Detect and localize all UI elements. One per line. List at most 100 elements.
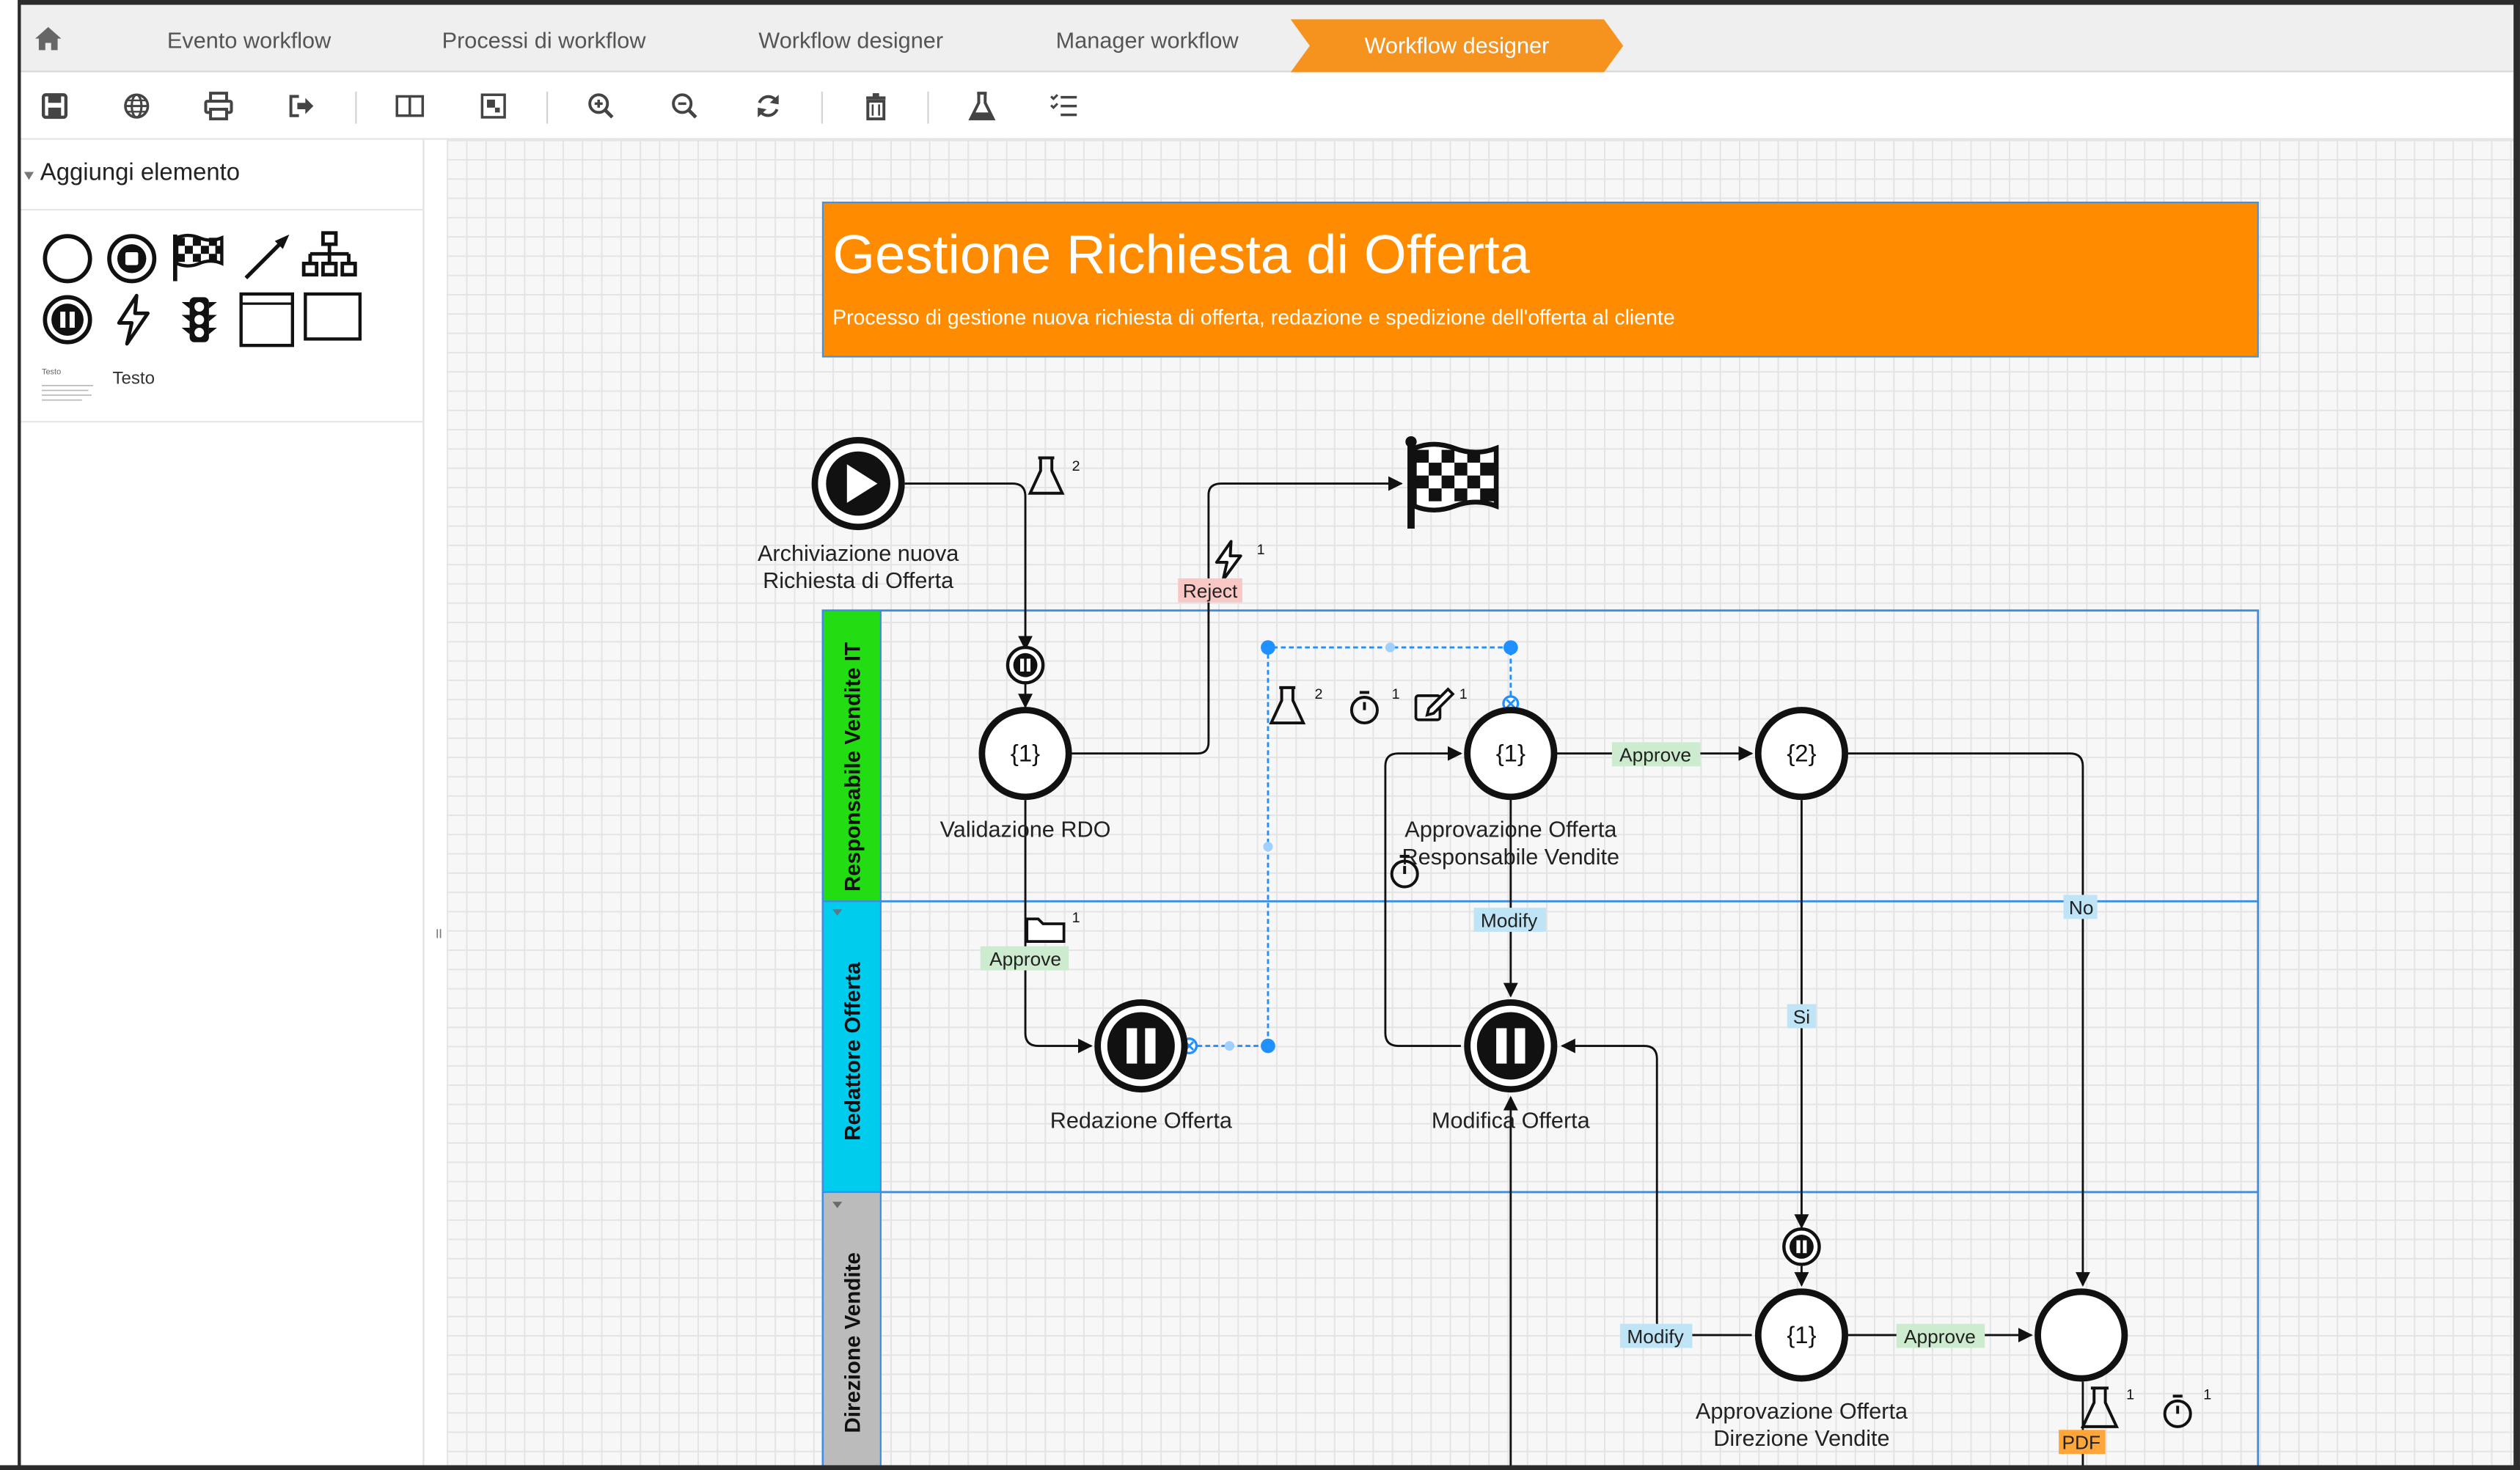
flask-icon[interactable]: [1028, 456, 1065, 495]
edge-label-bg: [1619, 1323, 1693, 1348]
toolbar-separator: [927, 91, 929, 124]
start-node-archiviazione[interactable]: [811, 437, 905, 531]
traffic-light-icon[interactable]: [178, 293, 220, 348]
text-preview-lines-icon: [41, 385, 94, 401]
zoom-out-icon[interactable]: [667, 89, 702, 124]
task-validazione-rdo[interactable]: [978, 707, 1072, 801]
timer-icon[interactable]: [1390, 854, 1419, 889]
badge: 1: [1257, 542, 1265, 558]
toolbar-separator: [355, 91, 357, 124]
lane-icon[interactable]: [302, 291, 363, 342]
test-icon[interactable]: [964, 89, 1000, 124]
folder-icon[interactable]: [1025, 917, 1066, 943]
zoom-in-icon[interactable]: [583, 89, 618, 124]
edge-label-no[interactable]: No: [2069, 897, 2094, 919]
toolbar: [21, 72, 2514, 140]
delete-icon[interactable]: [858, 89, 893, 124]
edge-label-bg: [2059, 1430, 2106, 1455]
lane-collapse-icon[interactable]: [832, 909, 843, 916]
task-approvazione-direzione[interactable]: [1754, 1288, 1848, 1382]
edge-label-bg: [1178, 578, 1242, 603]
connector-arrow-icon[interactable]: [241, 232, 293, 283]
list-icon[interactable]: [1047, 89, 1082, 124]
breadcrumb-item-evento-workflow[interactable]: Evento workflow: [166, 27, 332, 54]
globe-icon[interactable]: [119, 89, 154, 124]
task-modifica-offerta[interactable]: [1464, 999, 1558, 1093]
pause-event-icon[interactable]: [40, 293, 95, 348]
finish-flag-icon[interactable]: [169, 229, 227, 284]
pause-event-direzione[interactable]: [1782, 1227, 1821, 1266]
hierarchy-icon[interactable]: [301, 229, 359, 284]
edge-label-approve[interactable]: Approve: [989, 948, 1061, 970]
save-icon[interactable]: [37, 89, 72, 124]
splitter-grip-icon[interactable]: ॥: [433, 925, 443, 942]
breadcrumb-item-processi-di-workflow[interactable]: Processi di workflow: [442, 27, 646, 54]
task-approvazione-label-line2: Responsabile Vendite: [1402, 845, 1620, 870]
export-icon[interactable]: [285, 89, 320, 124]
badge: 1: [1072, 910, 1080, 926]
breadcrumb-item-active[interactable]: Workflow designer: [1290, 19, 1624, 73]
breadcrumb-item-manager-workflow[interactable]: Manager workflow: [1055, 27, 1239, 54]
task-redazione-offerta[interactable]: [1094, 999, 1188, 1093]
end-node-invio[interactable]: [2034, 1288, 2128, 1382]
edge-label-approve[interactable]: Approve: [1619, 744, 1691, 766]
pdf-attachment-label[interactable]: PDF: [2062, 1432, 2100, 1454]
panel-splitter[interactable]: [427, 139, 447, 1466]
text-tool-preview[interactable]: Testo: [40, 368, 95, 403]
print-icon[interactable]: [201, 89, 236, 124]
element-palette-panel: Aggiungi elemento: [21, 139, 425, 1466]
timer-icon[interactable]: [1349, 691, 1379, 725]
edit-icon[interactable]: [1414, 687, 1455, 721]
panel-icon[interactable]: [392, 89, 428, 124]
task-approvazione-label-line1: Approvazione Offerta: [1404, 817, 1617, 842]
edge-label-modify[interactable]: Modify: [1481, 909, 1538, 931]
fit-icon[interactable]: [476, 89, 511, 124]
timer-icon[interactable]: [2163, 1394, 2192, 1428]
lane-title-direzione-vendite: Direzione Vendite: [840, 1252, 865, 1433]
edge-label-bg: [1611, 742, 1701, 767]
pause-event-validazione[interactable]: [1006, 645, 1045, 685]
lightning-icon[interactable]: [111, 293, 155, 348]
window-frame: [0, 0, 2520, 5]
flask-icon[interactable]: [2080, 1386, 2120, 1428]
connectors: [904, 476, 2090, 1466]
end-flag-node[interactable]: [1405, 436, 1499, 529]
edge-label-reject[interactable]: Reject: [1183, 580, 1238, 602]
edge-label-si[interactable]: Si: [1793, 1006, 1810, 1028]
flask-icon[interactable]: [1269, 686, 1306, 725]
start-node-label-line2: Richiesta di Offerta: [763, 568, 954, 593]
task-modifica-label: Modifica Offerta: [1432, 1108, 1591, 1133]
text-preview-title: Testo: [41, 367, 62, 378]
lane-header-responsabile-vendite[interactable]: [821, 609, 882, 903]
lane-header-direzione-vendite[interactable]: [821, 1191, 882, 1466]
task-redazione-label: Redazione Offerta: [1050, 1108, 1233, 1133]
start-event-icon[interactable]: [40, 232, 95, 287]
edge-label-bg: [1473, 908, 1547, 932]
text-tool-label[interactable]: Testo: [112, 369, 155, 389]
lane-header-redattore-offerta[interactable]: [821, 900, 882, 1194]
toolbar-separator: [821, 91, 823, 124]
diagram-title-banner[interactable]: [821, 202, 2259, 358]
gateway-decisione[interactable]: [1754, 707, 1848, 801]
palette-title[interactable]: Aggiungi elemento: [40, 158, 241, 187]
badge: 1: [1459, 686, 1468, 702]
refresh-icon[interactable]: [750, 89, 785, 124]
edge-label-modify[interactable]: Modify: [1627, 1326, 1684, 1348]
toolbar-separator: [546, 91, 549, 124]
breadcrumb-item-workflow-designer[interactable]: Workflow designer: [758, 27, 944, 54]
badge: 1: [1392, 686, 1400, 702]
lane-collapse-icon[interactable]: [832, 1202, 843, 1208]
home-icon[interactable]: [34, 24, 62, 53]
pool-icon[interactable]: [238, 291, 296, 349]
end-event-icon[interactable]: [104, 232, 159, 287]
breadcrumb: Evento workflow Processi di workflow Wor…: [21, 4, 2514, 73]
task-validazione-label: Validazione RDO: [940, 817, 1111, 842]
collapse-caret-icon[interactable]: [23, 172, 34, 180]
edge-label-approve[interactable]: Approve: [1904, 1326, 1976, 1348]
edge-label-bg: [1787, 1004, 1817, 1029]
task-approvazione-responsabile[interactable]: [1464, 707, 1558, 801]
diagram-canvas[interactable]: Gestione Richiesta di Offerta Processo d…: [447, 139, 2514, 1466]
start-node-label-line1: Archiviazione nuova: [758, 541, 959, 566]
lightning-icon[interactable]: [1215, 540, 1242, 582]
window-frame: [2513, 0, 2520, 1470]
